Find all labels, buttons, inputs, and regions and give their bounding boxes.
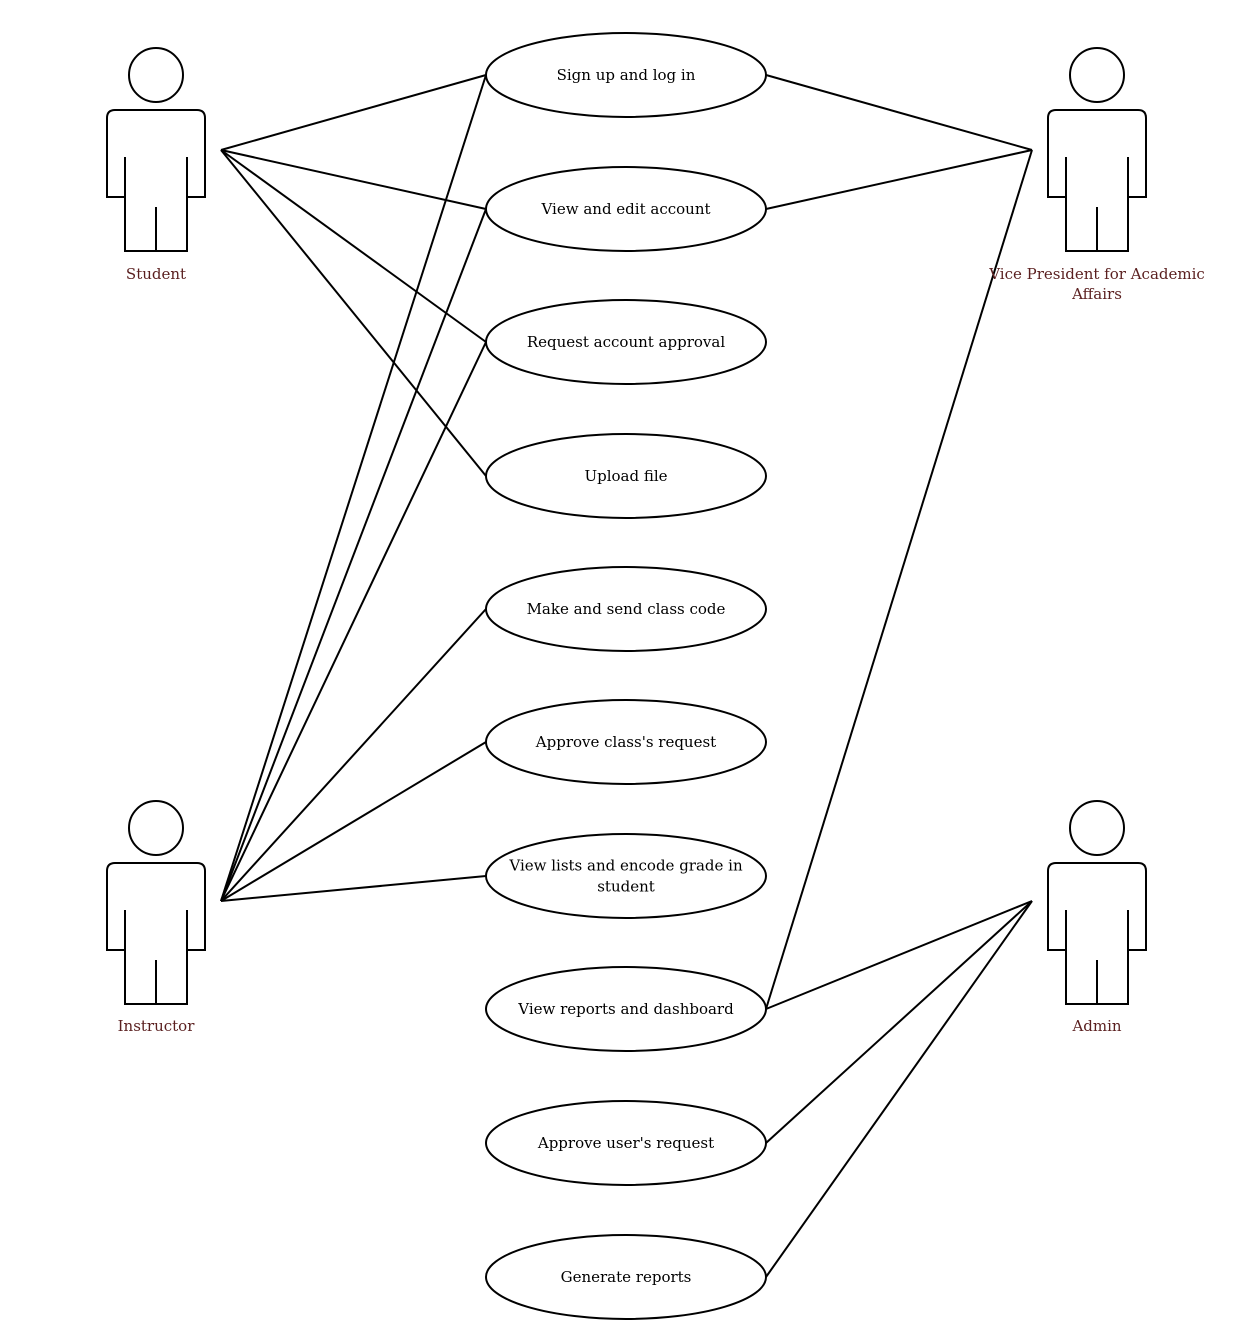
use-case-label: Upload file xyxy=(584,467,667,485)
actor-head-icon xyxy=(128,47,184,103)
actor-head-icon xyxy=(1069,47,1125,103)
use-case-reqapproval[interactable]: Request account approval xyxy=(485,299,767,385)
association-lines xyxy=(220,74,1033,1278)
use-case-approveuser[interactable]: Approve user's request xyxy=(485,1100,767,1186)
actor-head-icon xyxy=(128,800,184,856)
association-student-upload xyxy=(220,149,487,477)
use-case-ellipse[interactable] xyxy=(485,566,767,652)
association-instructor-signup xyxy=(220,74,487,902)
use-case-classcode[interactable]: Make and send class code xyxy=(485,566,767,652)
use-case-ellipse[interactable] xyxy=(485,433,767,519)
association-student-reqapproval xyxy=(220,149,487,343)
actor-label: Vice President for Academic xyxy=(988,265,1205,283)
actor-body-icon xyxy=(1047,109,1147,252)
association-vpaa-signup xyxy=(765,74,1033,151)
use-case-label: Make and send class code xyxy=(527,600,726,618)
association-instructor-viewedit xyxy=(220,208,487,902)
association-student-signup xyxy=(220,74,487,151)
use-case-label: student xyxy=(597,878,655,896)
association-instructor-reqapproval xyxy=(220,341,487,902)
association-admin-generate xyxy=(765,900,1033,1278)
actor-admin[interactable]: Admin xyxy=(1047,800,1147,1035)
use-case-ellipse[interactable] xyxy=(485,966,767,1052)
use-case-ellipse[interactable] xyxy=(485,32,767,118)
use-case-label: View reports and dashboard xyxy=(517,1000,734,1018)
association-admin-reports xyxy=(765,900,1033,1010)
actor-body-icon xyxy=(1047,862,1147,1005)
actor-instructor[interactable]: Instructor xyxy=(106,800,206,1035)
actor-body-icon xyxy=(106,862,206,1005)
actor-label: Admin xyxy=(1071,1017,1121,1035)
use-case-ellipse[interactable] xyxy=(485,1100,767,1186)
association-vpaa-viewedit xyxy=(765,149,1033,210)
use-case-label: View lists and encode grade in xyxy=(508,857,743,875)
association-admin-approveuser xyxy=(765,900,1033,1144)
use-case-generate[interactable]: Generate reports xyxy=(485,1234,767,1320)
use-case-ellipse[interactable] xyxy=(485,699,767,785)
use-case-approveclass[interactable]: Approve class's request xyxy=(485,699,767,785)
use-cases: Sign up and log in View and edit accountR… xyxy=(485,32,767,1320)
use-case-label: Sign up and log in xyxy=(557,66,696,84)
use-case-label: Generate reports xyxy=(561,1268,692,1286)
use-case-label: Approve class's request xyxy=(535,733,716,751)
association-vpaa-reports xyxy=(765,149,1033,1010)
use-case-encodegrade[interactable]: View lists and encode grade in student xyxy=(485,833,767,919)
actor-body-icon xyxy=(106,109,206,252)
use-case-ellipse[interactable] xyxy=(485,299,767,385)
use-case-signup[interactable]: Sign up and log in xyxy=(485,32,767,118)
association-instructor-approveclass xyxy=(220,741,487,902)
use-case-viewedit[interactable]: View and edit account xyxy=(485,166,767,252)
use-case-reports[interactable]: View reports and dashboard xyxy=(485,966,767,1052)
use-case-ellipse[interactable] xyxy=(485,166,767,252)
actor-label: Student xyxy=(126,265,186,283)
use-case-ellipse[interactable] xyxy=(485,1234,767,1320)
association-student-viewedit xyxy=(220,149,487,210)
use-case-label: View and edit account xyxy=(540,200,710,218)
use-case-label: Approve user's request xyxy=(537,1134,714,1152)
use-case-label: Request account approval xyxy=(527,333,725,351)
use-case-upload[interactable]: Upload file xyxy=(485,433,767,519)
association-instructor-classcode xyxy=(220,608,487,902)
association-instructor-encodegrade xyxy=(220,875,487,902)
actor-label: Affairs xyxy=(1071,285,1122,303)
actor-label: Instructor xyxy=(118,1017,196,1035)
actor-head-icon xyxy=(1069,800,1125,856)
use-case-ellipse[interactable] xyxy=(485,833,767,919)
actor-student[interactable]: Student xyxy=(106,47,206,283)
